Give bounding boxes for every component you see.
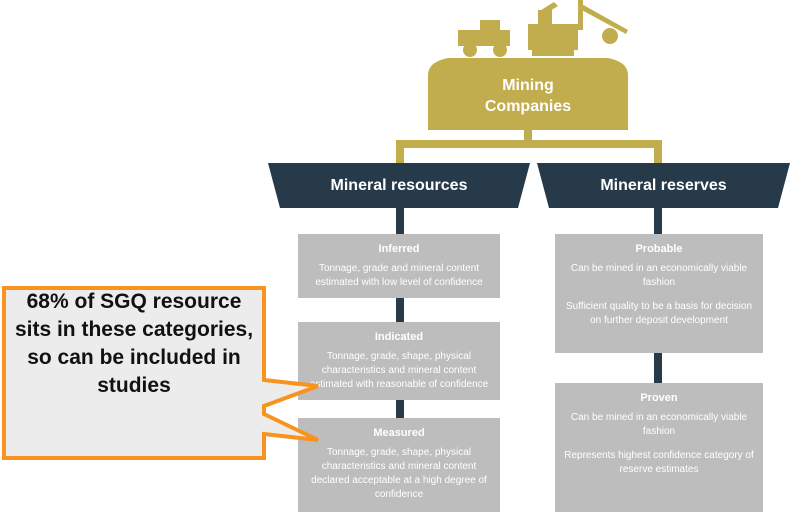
measured-box: Measured Tonnage, grade, shape, physical… <box>298 418 500 512</box>
callout-text: 68% of SGQ resource sits in these catego… <box>14 290 254 397</box>
connector-left-drop <box>396 140 404 164</box>
measured-text: Tonnage, grade, shape, physical characte… <box>311 447 487 500</box>
inferred-title: Inferred <box>378 243 420 255</box>
indicated-box: Indicated Tonnage, grade, shape, physica… <box>298 322 500 400</box>
inferred-box: Inferred Tonnage, grade and mineral cont… <box>298 234 500 298</box>
proven-text-1: Can be mined in an economically viable f… <box>570 412 748 437</box>
header-title-line2: Companies <box>484 98 572 115</box>
resources-connector-1 <box>396 208 404 234</box>
indicated-text: Tonnage, grade, shape, physical characte… <box>309 351 489 390</box>
measured-title: Measured <box>373 427 425 439</box>
mining-companies-block <box>428 0 628 130</box>
reserves-connector-2 <box>654 353 662 383</box>
mining-companies-title: Mining Companies <box>428 75 628 117</box>
proven-text-2: Represents highest confidence category o… <box>564 450 754 475</box>
mining-trucks-excavator-icon <box>458 0 628 57</box>
proven-title: Proven <box>640 392 678 404</box>
reserves-connector-1 <box>654 208 662 234</box>
inferred-text: Tonnage, grade and mineral content estim… <box>315 263 483 288</box>
proven-box: Proven Can be mined in an economically v… <box>555 383 763 512</box>
mineral-resources-banner: Mineral resources <box>268 163 530 208</box>
callout-bubble <box>2 286 319 460</box>
mineral-resources-label: Mineral resources <box>330 177 468 194</box>
probable-box: Probable Can be mined in an economically… <box>555 234 763 353</box>
resources-connector-3 <box>396 400 404 418</box>
probable-text-2: Sufficient quality to be a basis for dec… <box>565 301 753 326</box>
resources-connector-2 <box>396 298 404 322</box>
probable-title: Probable <box>635 243 683 255</box>
probable-text-1: Can be mined in an economically viable f… <box>570 263 748 288</box>
header-title-line1: Mining <box>502 77 554 94</box>
connector-right-drop <box>654 140 662 164</box>
mineral-reserves-label: Mineral reserves <box>600 177 727 194</box>
indicated-title: Indicated <box>374 331 424 343</box>
connector-header-stem <box>524 128 532 140</box>
connector-horizontal <box>396 140 662 148</box>
mineral-reserves-banner: Mineral reserves <box>537 163 790 208</box>
